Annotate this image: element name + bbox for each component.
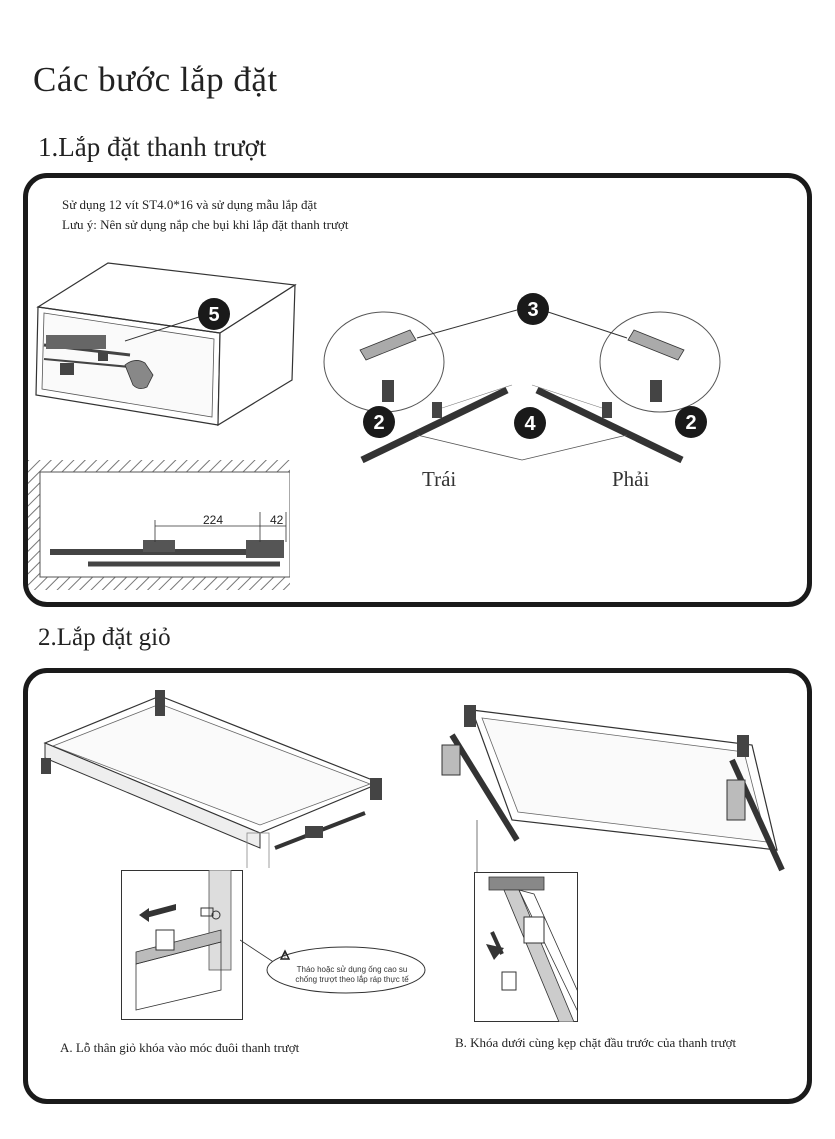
step1-heading: 1.Lắp đặt thanh trượt — [38, 132, 267, 162]
callout-2-right-icon: 2 — [675, 406, 707, 438]
basket-tray-left-illustration — [41, 690, 382, 868]
callout-3-label: 3 — [527, 299, 538, 321]
basket-frame-right-illustration — [441, 705, 785, 872]
detail-a-illustration — [121, 870, 243, 1020]
callout-4-label: 4 — [524, 413, 536, 435]
cabinet-drill-illustration — [35, 262, 297, 427]
callout-2-right-label: 2 — [685, 412, 696, 434]
dimension-224: 224 — [203, 513, 224, 527]
warning-line-2: chống trượt theo lắp ráp thực tế — [295, 975, 409, 984]
caption-a: A. Lỗ thân giỏ khóa vào móc đuôi thanh t… — [60, 1040, 300, 1055]
page-title: Các bước lắp đặt — [33, 60, 278, 99]
dust-cover-note: Lưu ý: Nên sử dụng nắp che bụi khi lắp đ… — [62, 217, 349, 232]
slide-exploded-views — [323, 309, 721, 464]
callout-2-left-icon: 2 — [363, 406, 395, 438]
callout-5-icon: 5 — [198, 298, 230, 330]
svg-text:!: ! — [284, 953, 286, 960]
warning-text: Tháo hoặc sử dụng ống cao su chống trượt… — [284, 965, 420, 985]
left-side-label: Trái — [422, 467, 457, 491]
right-side-label: Phải — [612, 467, 650, 491]
warning-icon — [279, 949, 291, 960]
warning-line-1: Tháo hoặc sử dụng ống cao su — [296, 965, 408, 974]
callout-4-icon: 4 — [514, 407, 546, 439]
dimension-42: 42 — [270, 513, 284, 527]
screw-note: Sử dụng 12 vít ST4.0*16 và sử dụng mẫu l… — [62, 197, 317, 212]
callout-5-label: 5 — [208, 304, 219, 326]
callout-line — [240, 939, 279, 966]
caption-b: B. Khóa dưới cùng kẹp chặt đầu trước của… — [455, 1035, 737, 1050]
mounting-section-diagram — [28, 460, 290, 590]
step2-heading: 2.Lắp đặt giỏ — [38, 624, 171, 651]
detail-b-illustration — [474, 872, 578, 1022]
callout-2-left-label: 2 — [373, 412, 384, 434]
callout-3-icon: 3 — [517, 293, 549, 325]
warning-bubble: ! — [266, 946, 426, 994]
